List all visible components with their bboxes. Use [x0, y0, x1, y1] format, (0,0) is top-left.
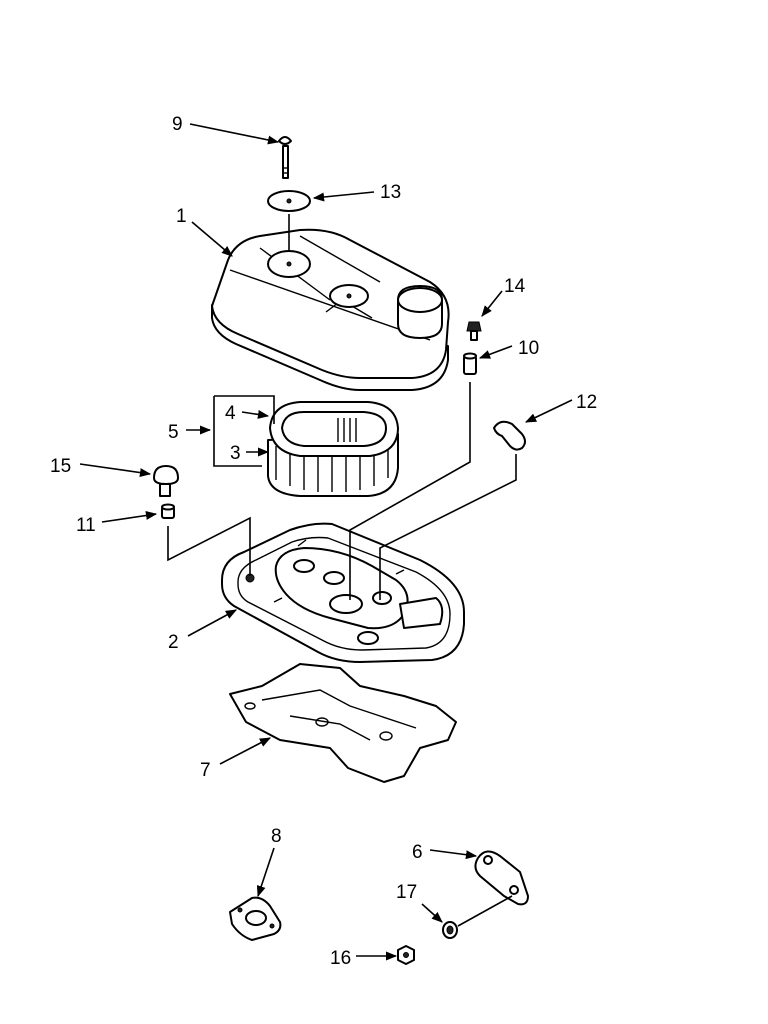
callout-7: 7: [200, 760, 211, 781]
callout-15: 15: [50, 456, 71, 477]
hex-nut-part: [397, 945, 415, 965]
callout-1: 1: [176, 206, 187, 227]
callout-3: 3: [230, 443, 241, 464]
callout-labels: 9 13 1 14 10 12 4 5 3 15 11 2 7 8 6 17 1…: [50, 114, 597, 969]
air-cleaner-base-part: [221, 522, 465, 663]
wing-bolt-part: [278, 136, 292, 179]
callout-16: 16: [330, 948, 351, 969]
callout-8: 8: [271, 826, 282, 847]
flange-gasket-part: [229, 896, 282, 941]
lock-washer-part: [442, 921, 458, 939]
callout-17: 17: [396, 882, 417, 903]
callout-6: 6: [412, 842, 423, 863]
air-cleaner-cover-part: [211, 228, 450, 391]
plug-bolt-part: [153, 465, 179, 497]
callout-4: 4: [225, 403, 236, 424]
collar-part: [463, 352, 477, 375]
small-bolt-part: [466, 321, 482, 341]
assembly-lines: [167, 214, 517, 927]
gasket-plate-part: [229, 663, 457, 783]
callout-5: 5: [168, 422, 179, 443]
callout-14: 14: [504, 276, 526, 297]
small-collar-part: [161, 503, 175, 519]
callout-11: 11: [76, 515, 96, 536]
callout-2: 2: [168, 632, 179, 653]
leader-arrows: [79, 123, 573, 961]
washer-plate-part: [267, 190, 311, 212]
callout-10: 10: [518, 338, 539, 359]
bracket-part: [474, 850, 529, 906]
callout-13: 13: [380, 182, 401, 203]
callout-12: 12: [576, 392, 597, 413]
filter-element-part: [267, 401, 399, 497]
callout-9: 9: [172, 114, 183, 135]
breather-elbow-part: [493, 420, 526, 451]
